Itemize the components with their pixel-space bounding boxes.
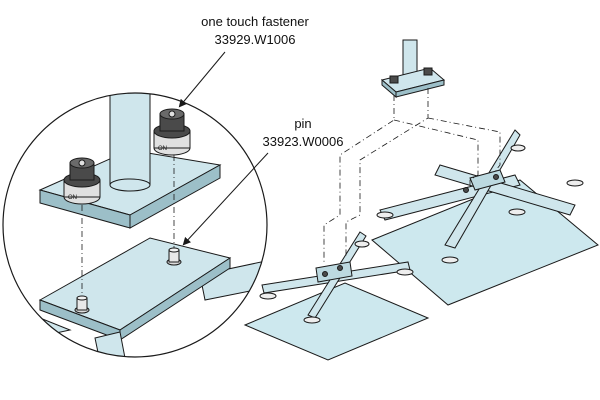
small-cross-bracket <box>259 231 414 324</box>
fastener-knob-left: ON <box>63 157 101 205</box>
pin-part-number: 33923.W0006 <box>263 134 344 149</box>
pin-front <box>74 295 90 314</box>
overview-assembly <box>243 39 599 361</box>
fastener-leader-line <box>178 51 226 108</box>
pin-leader-line <box>182 152 269 246</box>
detail-magnifier: ON ON <box>2 92 268 358</box>
knob-marking-left: ON <box>68 195 77 201</box>
knob-marking-right: ON <box>158 146 167 152</box>
detail-guide-lines <box>81 155 175 296</box>
pin-back <box>166 247 182 266</box>
small-sheet <box>243 282 430 361</box>
large-cross-bracket <box>376 129 584 264</box>
callout-fastener: one touch fastener 33929.W1006 <box>178 14 310 108</box>
fastener-name-label: one touch fastener <box>201 14 309 29</box>
support-tube <box>109 93 151 192</box>
fastener-knob-right: ON <box>153 108 191 156</box>
large-sheet <box>371 179 599 306</box>
post-with-plate <box>380 39 446 99</box>
fastener-part-number: 33929.W1006 <box>215 32 296 47</box>
pin-name-label: pin <box>294 116 311 131</box>
magnifier-outline <box>2 92 268 358</box>
callout-pin: pin 33923.W0006 <box>182 116 344 246</box>
guide-lines <box>323 88 501 262</box>
